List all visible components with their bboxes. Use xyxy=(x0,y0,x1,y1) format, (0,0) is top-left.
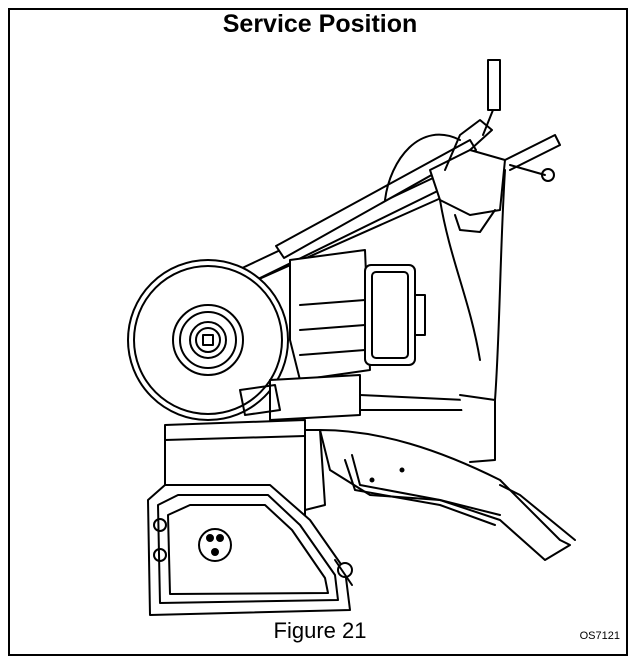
depth-stake xyxy=(319,429,576,561)
figure-title: Service Position xyxy=(222,10,418,38)
figure-caption: Figure 21 xyxy=(273,618,367,643)
handle-assembly xyxy=(237,59,561,401)
tine-hood xyxy=(147,484,353,616)
figure-code: OS7121 xyxy=(579,630,620,642)
wheel xyxy=(127,259,289,421)
engine xyxy=(239,249,426,421)
